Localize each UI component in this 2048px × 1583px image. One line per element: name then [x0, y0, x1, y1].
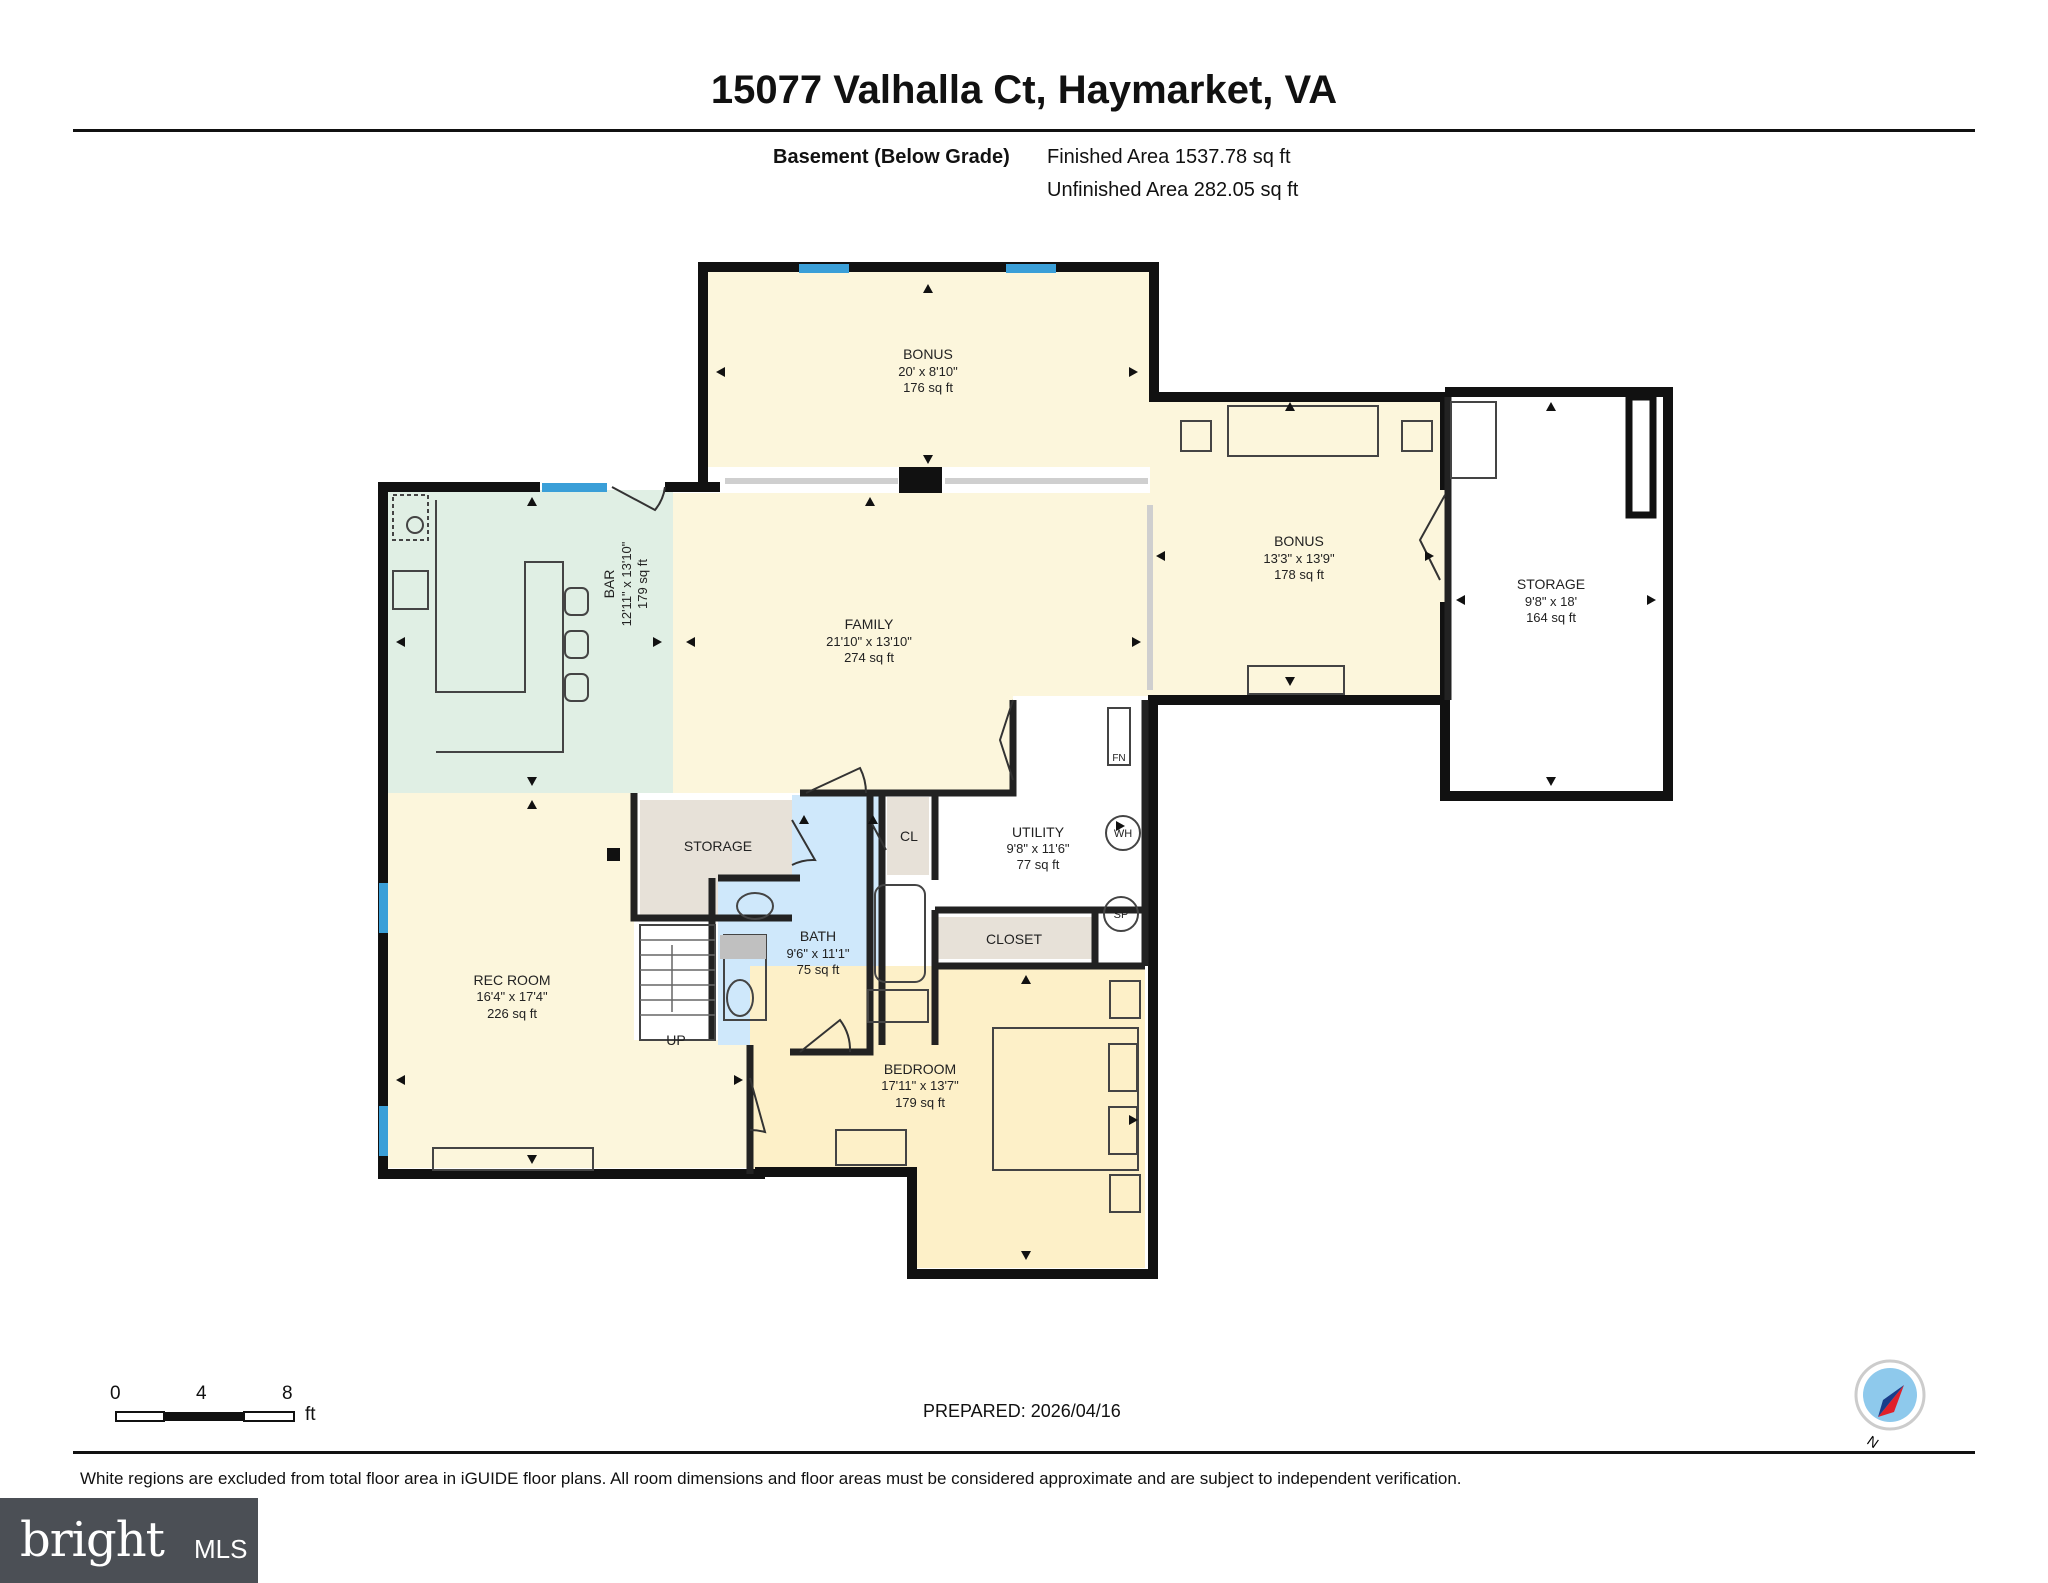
bar-stool: [564, 587, 589, 616]
range: [392, 494, 429, 541]
scale-tick-0: 0: [110, 1383, 121, 1404]
rec-console: [432, 1147, 594, 1171]
bath-name: BATH: [800, 928, 836, 944]
nightstand: [1109, 980, 1141, 1019]
bar-area: 179 sq ft: [635, 559, 650, 609]
furnace: [1107, 707, 1131, 766]
rec-room-fill-a: [388, 793, 634, 1168]
bonus-top-area: 176 sq ft: [903, 380, 953, 395]
bonus-top-fill: [708, 270, 1150, 467]
storage-right-area: 164 sq ft: [1526, 610, 1576, 625]
bonus-right-name: BONUS: [1274, 533, 1324, 549]
cl-fill: [887, 797, 929, 875]
water-heater: [1105, 815, 1141, 851]
closet-fill: [937, 917, 1097, 959]
openings: [725, 478, 1153, 690]
toilet: [736, 892, 774, 920]
bedroom-fill: [750, 966, 1145, 1268]
bonus-top-dims: 20' x 8'10": [898, 364, 958, 379]
wall-bonus-top: [698, 262, 1159, 487]
side-table-icon: [1180, 420, 1212, 452]
wall-outer: [378, 387, 1673, 1279]
utility-dims: 9'8" x 11'6": [1006, 841, 1069, 856]
rec-room-area: 226 sq ft: [487, 1006, 537, 1021]
level-name: Basement (Below Grade): [773, 146, 1010, 168]
tv-console: [1247, 665, 1345, 695]
door-swings: [611, 486, 1446, 1134]
bar-stool: [564, 673, 589, 702]
bar-sink: [392, 570, 429, 610]
wall-bonus-right-top: [1149, 385, 1445, 402]
post: [607, 848, 620, 861]
dresser: [835, 1129, 907, 1166]
compass-label: N: [1864, 1432, 1881, 1451]
prepared-date: PREPARED: 2026/04/16: [923, 1401, 1121, 1421]
bonus-top-name: BONUS: [903, 346, 953, 362]
column: [899, 467, 942, 493]
bar-stool: [564, 630, 589, 659]
family-fill: [673, 493, 1150, 793]
storage-right-name: STORAGE: [1517, 576, 1585, 592]
family-name: FAMILY: [845, 616, 894, 632]
bar-label: BAR 12'11" x 13'10" 179 sq ft: [601, 541, 650, 626]
side-table-icon: [1401, 420, 1433, 452]
disclaimer: White regions are excluded from total fl…: [80, 1469, 1462, 1488]
bedroom-name: BEDROOM: [884, 1061, 956, 1077]
scale-unit: ft: [305, 1404, 316, 1425]
sump-pump: [1103, 896, 1139, 932]
bathtub: [874, 884, 926, 983]
bar-dims: 12'11" x 13'10": [619, 541, 634, 626]
storage-shelf: [1450, 401, 1497, 479]
bath-dims: 9'6" x 11'1": [786, 946, 849, 961]
furnace-label: FN: [1112, 753, 1125, 764]
title-divider: [73, 129, 1975, 132]
dimension-arrows: [396, 284, 1656, 1260]
bed: [992, 1027, 1139, 1171]
fixtures: [392, 401, 1497, 1213]
scale-tick-8: 8: [282, 1383, 293, 1404]
bedroom-area: 179 sq ft: [895, 1095, 945, 1110]
utility-area: 77 sq ft: [1017, 857, 1060, 872]
water-heater-label: WH: [1114, 828, 1132, 840]
sofa: [1227, 405, 1379, 457]
rec-room-dims: 16'4" x 17'4": [476, 989, 548, 1004]
scale-tick-4: 4: [196, 1383, 207, 1404]
utility-name: UTILITY: [1012, 824, 1065, 840]
sump-pump-label: SP: [1114, 909, 1129, 921]
bar-name: BAR: [601, 570, 617, 599]
family-area: 274 sq ft: [844, 650, 894, 665]
rec-room-fill-b: [634, 1040, 760, 1168]
finished-area: Finished Area 1537.78 sq ft: [1047, 146, 1291, 168]
rec-room-name: REC ROOM: [474, 972, 551, 988]
bath-sink: [726, 979, 754, 1017]
stairs-up-label: UP: [666, 1032, 685, 1048]
nightstand: [1109, 1174, 1141, 1213]
unfinished-area: Unfinished Area 282.05 sq ft: [1047, 179, 1299, 201]
bonus-right-fill: [1150, 397, 1445, 696]
bedroom-dims: 17'11" x 13'7": [881, 1078, 959, 1093]
cl-name: CL: [900, 828, 918, 844]
closet-name: CLOSET: [986, 931, 1042, 947]
stair-treads: [640, 939, 715, 1016]
stairs: [639, 924, 716, 1041]
bonus-right-area: 178 sq ft: [1274, 567, 1324, 582]
compass-icon: [1854, 1359, 1926, 1431]
bath-vanity-b: [867, 989, 929, 1023]
interior-walls: [630, 397, 1452, 1174]
page-title: 15077 Valhalla Ct, Haymarket, VA: [710, 68, 1338, 112]
bonus-right-dims: 13'3" x 13'9": [1263, 551, 1335, 566]
bath-area: 75 sq ft: [797, 962, 840, 977]
brand-suffix: MLS: [194, 1534, 248, 1564]
windows: [379, 264, 1056, 1156]
storage-right-dims: 9'8" x 18': [1525, 594, 1577, 609]
family-dims: 21'10" x 13'10": [826, 634, 912, 649]
brand-logo: bright MLS: [0, 1498, 258, 1583]
scale-bar: [115, 1411, 295, 1422]
storage-nook: [1625, 393, 1657, 519]
bar-counter: [435, 500, 564, 753]
brand-name: bright: [20, 1512, 165, 1568]
storage-small-name: STORAGE: [684, 838, 752, 854]
footer-divider: [73, 1451, 1975, 1454]
